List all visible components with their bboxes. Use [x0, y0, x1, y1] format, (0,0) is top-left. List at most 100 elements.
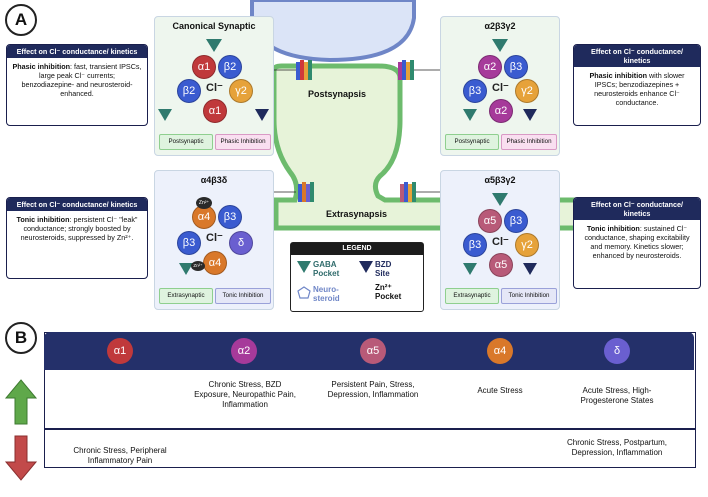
legend-zn-pocket: Zn²⁺ Pocket	[375, 283, 402, 301]
subunit-gamma2: γ2	[229, 79, 253, 103]
infobox-header: Effect on Cl⁻ conductance/ kinetics	[574, 198, 700, 220]
chloride-label: Cl⁻	[206, 82, 223, 94]
legend-box: LEGEND GABA Pocket BZD Site Neuro-steroi…	[290, 242, 424, 312]
subunit-alpha5: α5	[478, 209, 502, 233]
infobox-header: Effect on Cl⁻ conductance/ kinetics	[7, 198, 147, 211]
receptor-channel-mid-right	[400, 182, 416, 202]
infobox-text: : persistent Cl⁻ "leak" conductance; str…	[20, 215, 138, 242]
card-title: α4β3δ	[200, 175, 228, 185]
infobox-bold: Phasic inhibition	[589, 71, 647, 80]
panel-label-b: B	[5, 322, 37, 354]
gaba-pocket-icon	[206, 39, 222, 52]
subunit-beta3: β3	[218, 205, 242, 229]
card-title: Canonical Synaptic	[172, 21, 256, 31]
receptor-channel-top-right	[398, 60, 414, 80]
panel-label-a: A	[5, 4, 37, 36]
infobox-header: Effect on Cl⁻ conductance/ kinetics	[574, 45, 700, 67]
tag-extrasynaptic: Extrasynaptic	[445, 288, 499, 304]
header-alpha1: α1	[107, 338, 133, 364]
subunit-alpha1: α1	[192, 55, 216, 79]
infobox-body: Tonic inhibition: persistent Cl⁻ "leak" …	[7, 211, 147, 246]
up-cell-alpha2: Chronic Stress, BZD Exposure, Neuropathi…	[194, 380, 296, 409]
subunit-beta3: β3	[463, 79, 487, 103]
tag-postsynaptic: Postsynaptic	[159, 134, 213, 150]
neurosteroid-icon	[297, 286, 311, 299]
header-alpha5: α5	[360, 338, 386, 364]
tag-phasic-inhibition: Phasic Inhibition	[501, 134, 557, 150]
gaba-pocket-icon	[463, 263, 477, 275]
infobox-header: Effect on Cl⁻ conductance/ kinetics	[7, 45, 147, 58]
infobox-bold: Tonic inhibition	[16, 215, 70, 224]
subunit-alpha1: α1	[203, 99, 227, 123]
gaba-pocket-icon	[179, 263, 193, 275]
legend-title: LEGEND	[291, 243, 423, 255]
infobox-bold: Phasic inhibition	[12, 62, 70, 71]
subunit-gamma2: γ2	[515, 233, 539, 257]
subunit-alpha2: α2	[478, 55, 502, 79]
card-a4b3d: α4β3δ α4 Zn²⁺ β3 β3 δ α4 Zn²⁺ Cl⁻ Extras…	[154, 170, 274, 310]
gaba-pocket-icon	[492, 39, 508, 52]
gaba-pocket-icon	[492, 193, 508, 206]
up-arrow-icon	[4, 379, 38, 425]
table-row-divider	[44, 428, 696, 430]
bzd-site-icon	[359, 261, 373, 273]
infobox-a2b3g2: Effect on Cl⁻ conductance/ kinetics Phas…	[573, 44, 701, 126]
subunit-beta3: β3	[504, 209, 528, 233]
up-cell-alpha4: Acute Stress	[477, 386, 523, 395]
presynaptic-terminal	[250, 0, 416, 63]
legend-gaba-pocket: GABA Pocket	[313, 260, 340, 278]
zn-pocket-icon: Zn²⁺	[191, 261, 205, 271]
card-a2b3g2: α2β3γ2 α2 β3 β3 γ2 α2 Cl⁻ Postsynaptic P…	[440, 16, 560, 156]
postsynaptic-spine	[271, 63, 603, 231]
receptor-channel-top-left	[296, 60, 312, 80]
tag-phasic-inhibition: Phasic Inhibition	[215, 134, 271, 150]
subunit-beta3: β3	[504, 55, 528, 79]
tag-postsynaptic: Postsynaptic	[445, 134, 499, 150]
infobox-text: : fast, transient IPSCs, large peak Cl⁻ …	[21, 62, 142, 98]
bzd-site-icon	[255, 109, 269, 121]
header-delta: δ	[604, 338, 630, 364]
card-title: α5β3γ2	[484, 175, 516, 185]
up-cell-delta: Acute Stress, High-Progesterone States	[580, 386, 654, 405]
zn-pocket-icon: Zn²⁺	[196, 197, 212, 209]
subunit-delta: δ	[229, 231, 253, 255]
infobox-a5b3g2: Effect on Cl⁻ conductance/ kinetics Toni…	[573, 197, 701, 289]
legend-neurosteroid: Neuro-steroid	[313, 285, 340, 303]
card-title: α2β3γ2	[484, 21, 516, 31]
header-alpha2: α2	[231, 338, 257, 364]
card-a5b3g2: α5β3γ2 α5 β3 β3 γ2 α5 Cl⁻ Extrasynaptic …	[440, 170, 560, 310]
infobox-body: Tonic inhibition: sustained Cl⁻ conducta…	[574, 220, 700, 264]
chloride-label: Cl⁻	[206, 232, 223, 244]
bzd-site-icon	[523, 109, 537, 121]
tag-tonic-inhibition: Tonic Inhibition	[215, 288, 271, 304]
subunit-beta3: β3	[177, 231, 201, 255]
infobox-body: Phasic inhibition: fast, transient IPSCs…	[7, 58, 147, 102]
subunit-beta2: β2	[177, 79, 201, 103]
infobox-canonical: Effect on Cl⁻ conductance/ kinetics Phas…	[6, 44, 148, 126]
up-cell-alpha5: Persistent Pain, Stress, Depression, Inf…	[327, 380, 419, 399]
postsynapsis-label: Postsynapsis	[308, 89, 367, 99]
down-cell-delta: Chronic Stress, Postpartum, Depression, …	[566, 438, 668, 457]
gaba-pocket-icon	[297, 261, 311, 273]
receptor-channel-mid-left	[298, 182, 314, 202]
subunit-beta2: β2	[218, 55, 242, 79]
down-cell-alpha1: Chronic Stress, Peripheral Inflammatory …	[73, 446, 167, 465]
subunit-alpha5: α5	[489, 253, 513, 277]
tag-extrasynaptic: Extrasynaptic	[159, 288, 213, 304]
subunit-alpha4: α4	[192, 205, 216, 229]
down-arrow-icon	[4, 435, 38, 481]
header-alpha4: α4	[487, 338, 513, 364]
bzd-site-icon	[523, 263, 537, 275]
gaba-pocket-icon	[463, 109, 477, 121]
infobox-body: Phasic inhibition with slower IPSCs; ben…	[574, 67, 700, 111]
chloride-label: Cl⁻	[492, 236, 509, 248]
subunit-alpha4: α4	[203, 251, 227, 275]
infobox-a4b3d: Effect on Cl⁻ conductance/ kinetics Toni…	[6, 197, 148, 279]
card-canonical-synaptic: Canonical Synaptic α1 β2 β2 γ2 α1 Cl⁻ Po…	[154, 16, 274, 156]
legend-bzd-site: BZD Site	[375, 260, 392, 278]
subunit-gamma2: γ2	[515, 79, 539, 103]
tag-tonic-inhibition: Tonic Inhibition	[501, 288, 557, 304]
subunit-beta3: β3	[463, 233, 487, 257]
infobox-text: with slower IPSCs; benzodiazepines + neu…	[594, 71, 685, 107]
infobox-text: : sustained Cl⁻ conductance, shaping exc…	[584, 224, 690, 260]
